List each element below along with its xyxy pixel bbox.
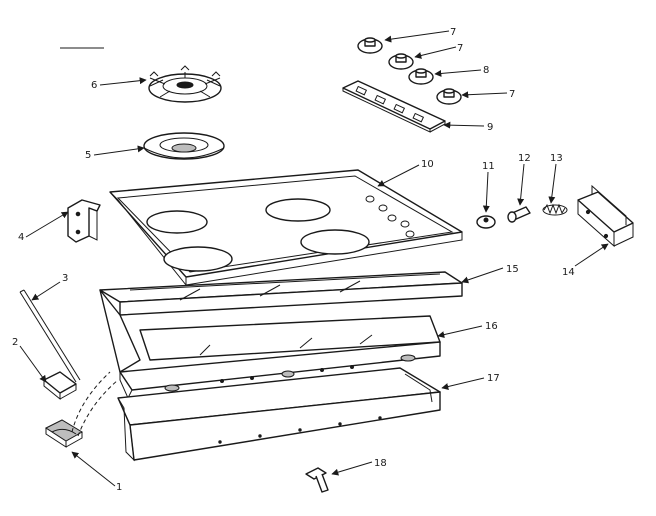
callout-1: 1: [116, 482, 122, 493]
part-5-burner-bowl: [143, 132, 225, 160]
part-14-side-bracket: [577, 184, 634, 248]
part-7-knob-a: [357, 37, 383, 54]
part-18-latch: [305, 467, 329, 493]
part-12-valve-shaft: [507, 206, 531, 223]
part-17-bottom-panel: [117, 367, 441, 462]
callout-12: 12: [518, 153, 531, 164]
callout-10: 10: [421, 159, 434, 170]
part-3-rod: [19, 289, 81, 383]
callout-3: 3: [62, 273, 68, 284]
callout-18: 18: [374, 458, 387, 469]
callout-13: 13: [550, 153, 563, 164]
part-10-cooktop: [109, 169, 463, 287]
callouts: 1 2 3 4 5 6 7 7 8 7 9 10 11 12 13 14 15 …: [12, 27, 575, 493]
callout-7b: 7: [457, 43, 463, 54]
assembly-path: [71, 371, 111, 433]
part-11-cap: [476, 215, 496, 229]
part-13-spring: [542, 203, 568, 216]
part-6-burner-grate: [148, 65, 222, 103]
callout-4: 4: [18, 232, 24, 243]
part-1-clip: [44, 419, 83, 448]
part-15-top-frame: [99, 271, 463, 316]
part-9-control-panel: [342, 80, 446, 133]
callout-7c: 7: [509, 89, 515, 100]
callout-9: 9: [487, 122, 493, 133]
leaders: [19, 30, 609, 487]
part-7-knob-b: [388, 53, 414, 70]
part-2-hinge: [43, 371, 77, 401]
callout-8: 8: [483, 65, 489, 76]
part-4-bracket: [67, 199, 101, 243]
part-16-lower-frame: [99, 289, 441, 400]
callout-14: 14: [562, 267, 575, 278]
callout-6: 6: [91, 80, 97, 91]
callout-11: 11: [482, 161, 495, 172]
part-8-knob: [408, 68, 434, 85]
callout-15: 15: [506, 264, 519, 275]
callout-2: 2: [12, 337, 18, 348]
callout-5: 5: [85, 150, 91, 161]
assembly-path: [77, 379, 119, 437]
callout-17: 17: [487, 373, 500, 384]
callout-7a: 7: [450, 27, 456, 38]
part-7-knob-c: [436, 88, 462, 105]
callout-16: 16: [485, 321, 498, 332]
